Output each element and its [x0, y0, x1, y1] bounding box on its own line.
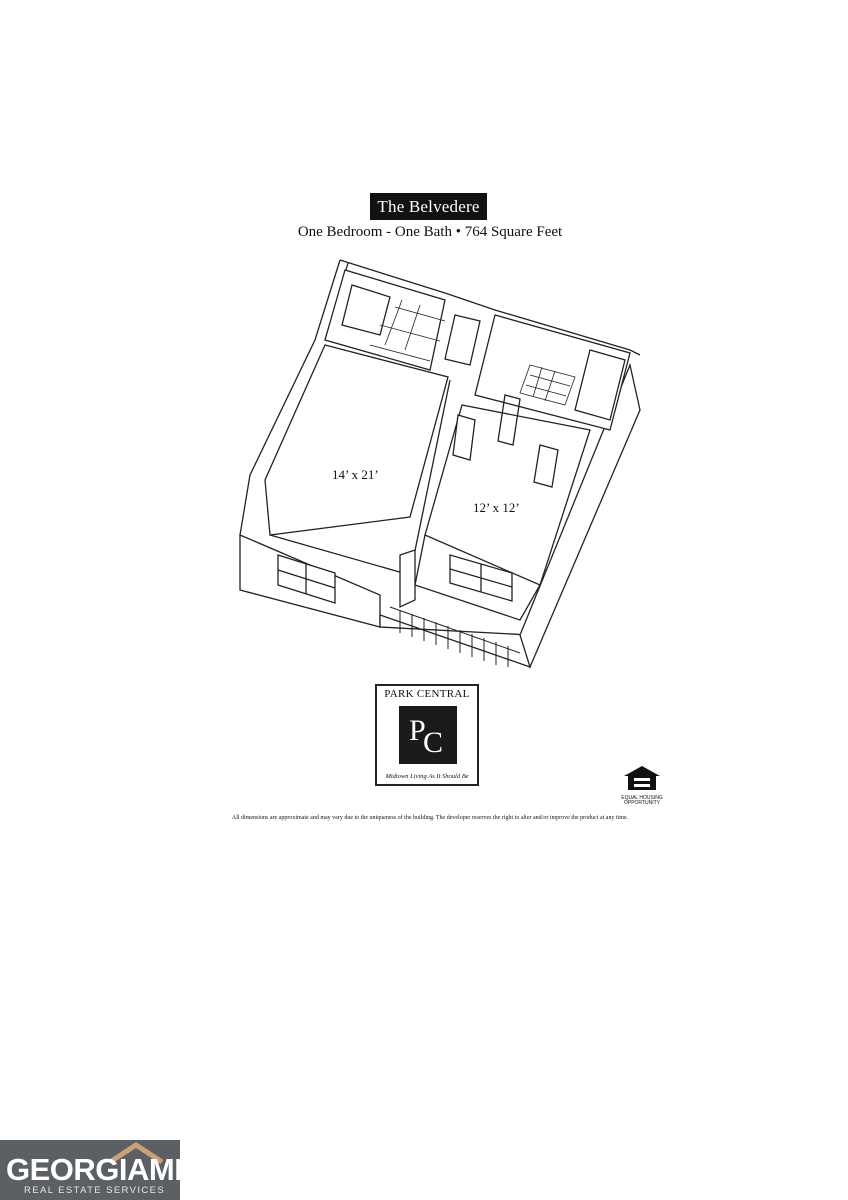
- georgia-mls-watermark: GEORGIAMLS REAL ESTATE SERVICES: [0, 1140, 213, 1200]
- bedroom-wall: [414, 534, 541, 621]
- bathroom-outline: [474, 314, 631, 431]
- logo-monogram: P C: [399, 706, 457, 764]
- plan-subtitle: One Bedroom - One Bath • 764 Square Feet: [297, 224, 563, 240]
- hall-door: [497, 394, 521, 446]
- park-central-logo: PARK CENTRAL P C Midtown Living As It Sh…: [375, 684, 479, 786]
- outer-wall-east: [519, 362, 641, 669]
- balcony-railing: [389, 606, 521, 667]
- roof-icon: [108, 1142, 164, 1164]
- closet: [444, 314, 481, 366]
- door-right: [533, 444, 559, 488]
- disclaimer: All dimensions are approximate and may v…: [231, 815, 629, 821]
- left-wall: [239, 259, 341, 536]
- kitchen-counter: [341, 284, 391, 336]
- living-room-window: [277, 554, 336, 604]
- equal-housing-badge: EQUAL HOUSING OPPORTUNITY: [620, 765, 664, 806]
- bathtub: [574, 349, 626, 421]
- floorplan-illustration: 14’ x 21’ 12’ x 12’: [230, 255, 650, 675]
- living-room-dims: 14’ x 21’: [332, 467, 379, 482]
- top-wall: [339, 259, 641, 356]
- equal-housing-text: EQUAL HOUSING OPPORTUNITY: [621, 795, 663, 806]
- living-room-floor: [264, 344, 449, 536]
- plan-name: The Belvedere: [377, 197, 480, 216]
- door-left: [452, 414, 476, 461]
- balcony-door: [399, 549, 416, 609]
- bedroom-dims: 12’ x 12’: [473, 500, 520, 515]
- bathroom-tile: [519, 364, 576, 406]
- watermark-sub: REAL ESTATE SERVICES: [24, 1185, 166, 1196]
- plan-name-banner: The Belvedere: [370, 193, 487, 220]
- watermark-brand: GEORGIAMLS: [6, 1152, 213, 1187]
- bedroom-window: [449, 554, 513, 602]
- floorplan-svg: 14’ x 21’ 12’ x 12’: [239, 259, 641, 669]
- equal-housing-icon: [624, 766, 660, 790]
- logo-tagline: Midtown Living As It Should Be: [385, 773, 469, 780]
- monogram-p: P: [409, 714, 426, 747]
- logo-name: PARK CENTRAL: [384, 688, 470, 700]
- kitchen-tile: [369, 299, 446, 362]
- kitchen-outline: [324, 269, 446, 371]
- monogram-c: C: [423, 726, 444, 759]
